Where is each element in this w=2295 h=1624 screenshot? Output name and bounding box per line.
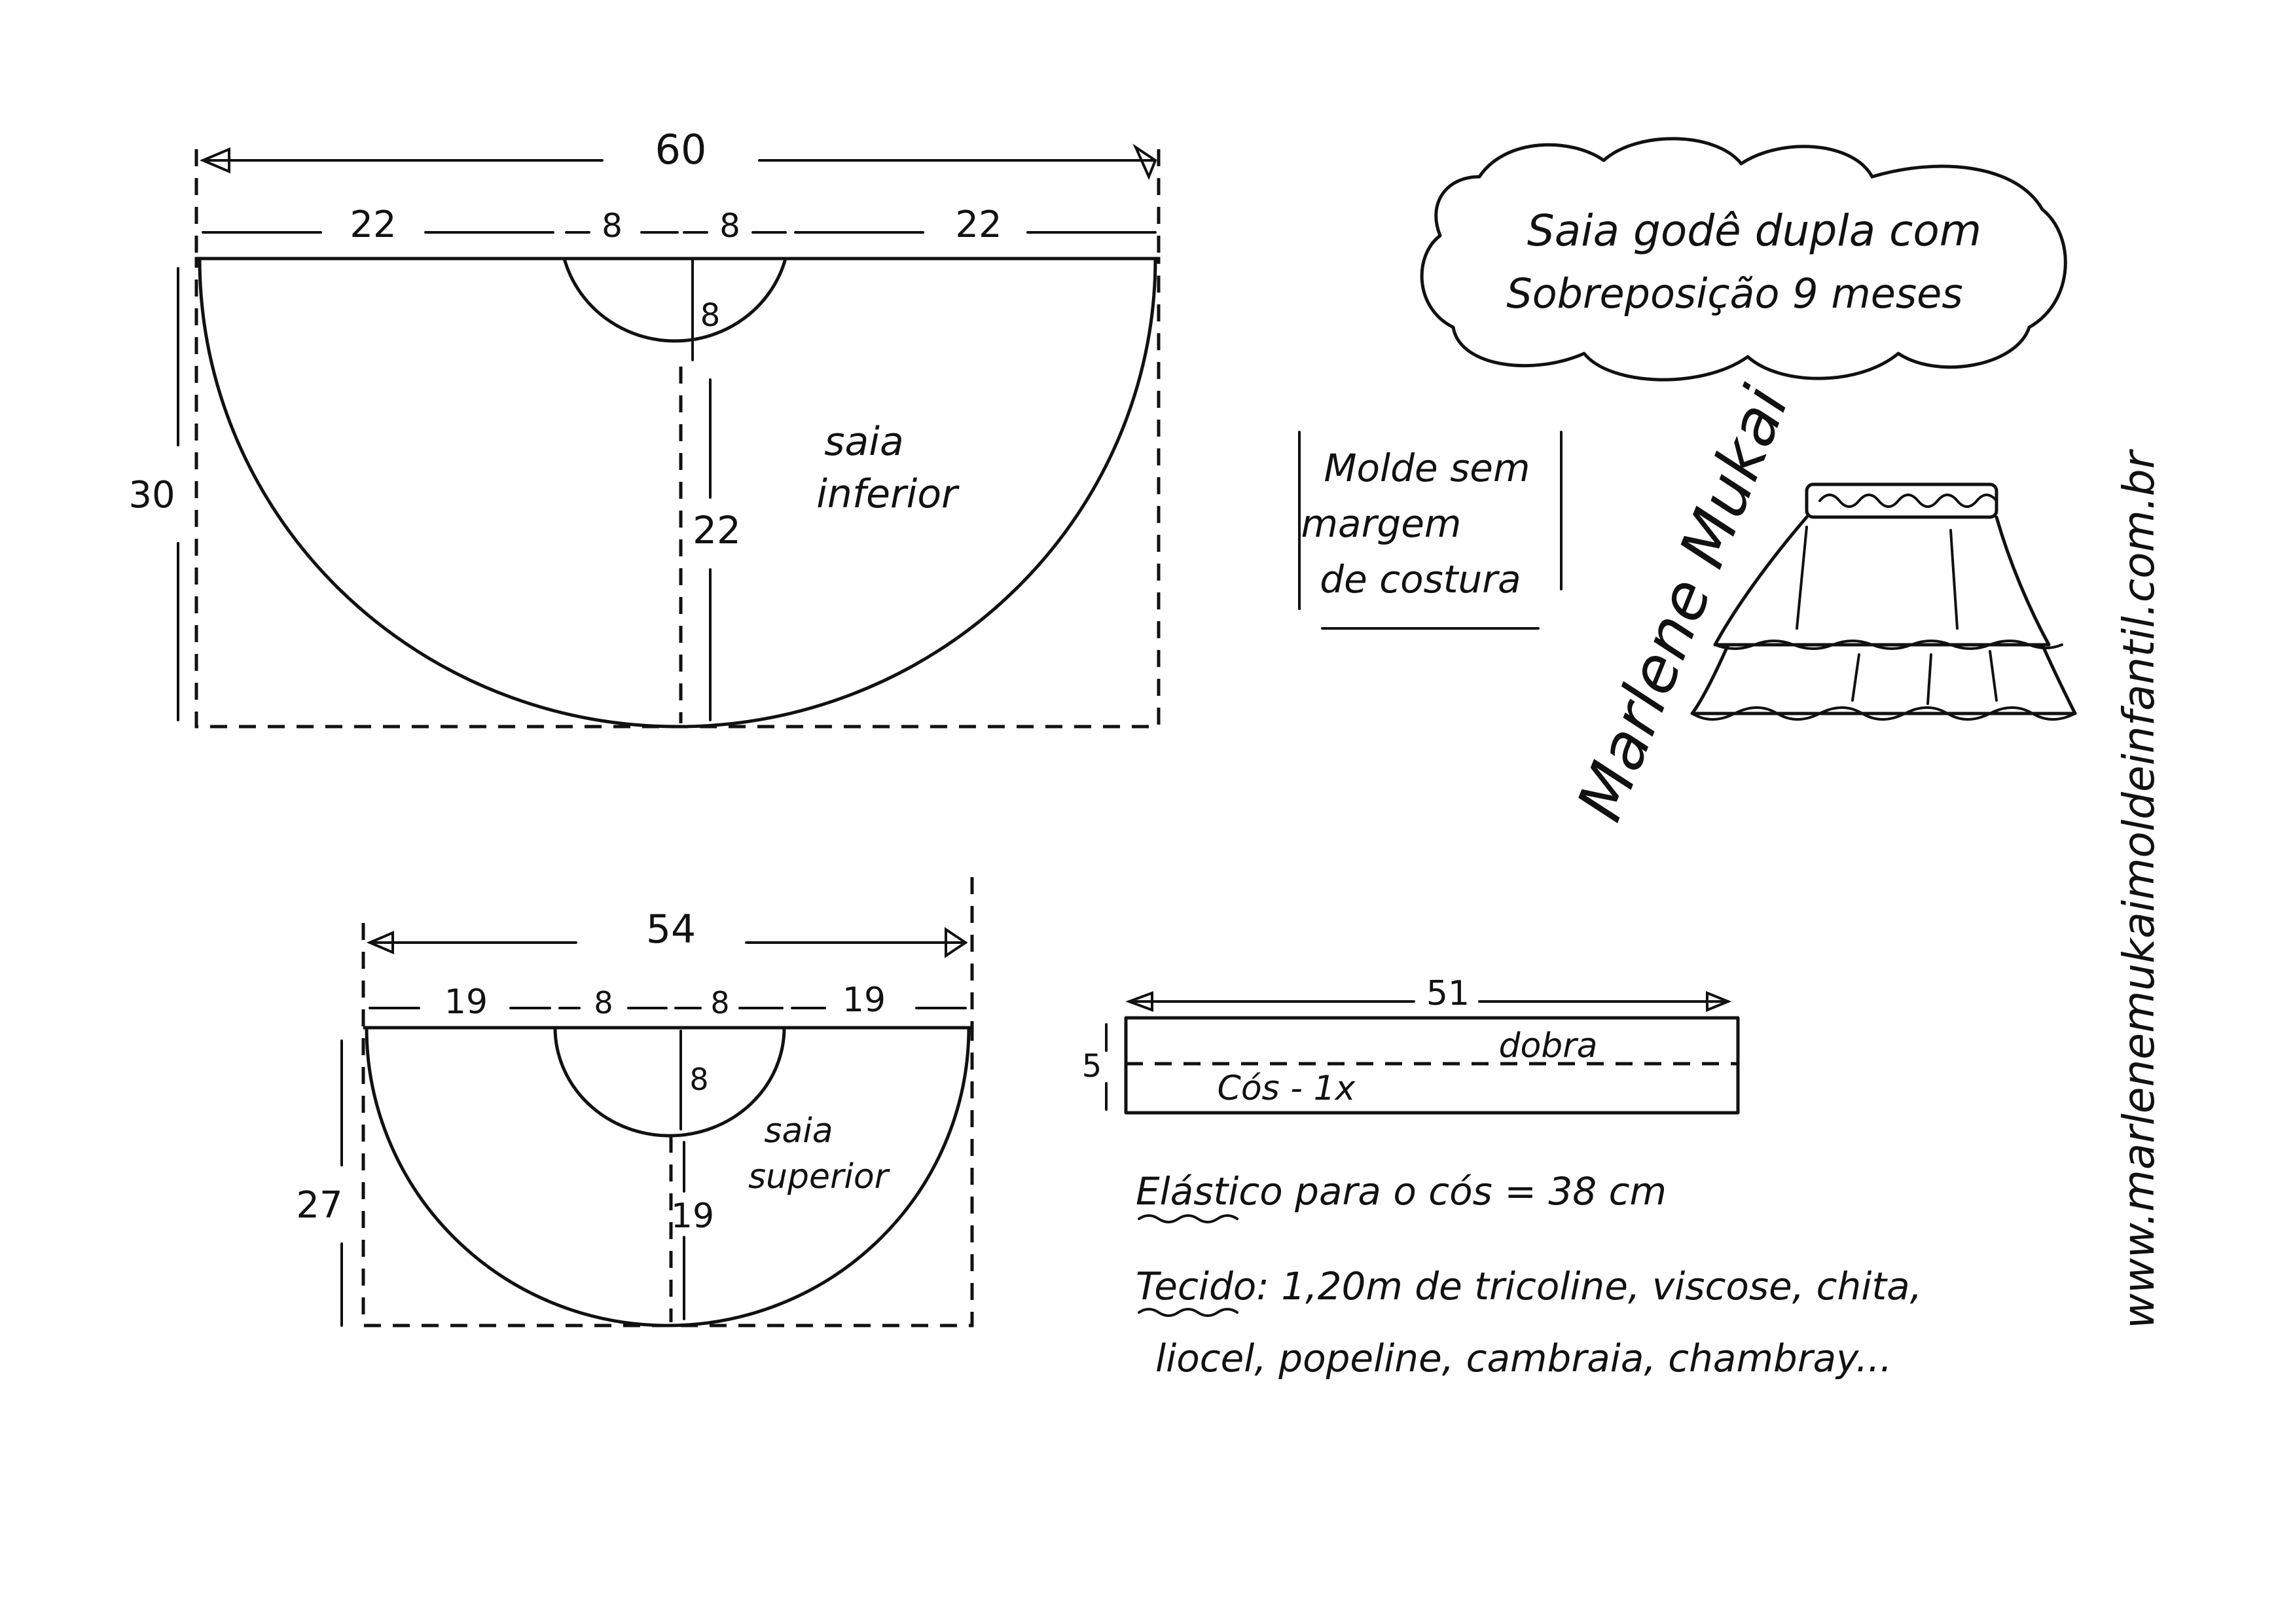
upper-center-left-label: 8 bbox=[594, 985, 613, 1020]
lower-skirt-label-line2: inferior bbox=[816, 471, 960, 517]
upper-skirt-label-line1: saia bbox=[764, 1111, 833, 1151]
upper-skirt-waist-cutout bbox=[553, 1026, 786, 1138]
arrowhead-left-icon bbox=[199, 147, 230, 174]
sketch-lower-hem bbox=[1691, 706, 2076, 721]
signature-text: Marlene Mukai bbox=[1563, 376, 1803, 830]
lower-skirt-bounding-box bbox=[194, 257, 1161, 729]
website-watermark: www.marlenemukaimoldeinfantil.com.br bbox=[2114, 448, 2164, 1329]
fabric-note-line1: Tecido: 1,20m de tricoline, viscose, chi… bbox=[1136, 1264, 1922, 1308]
lower-left-segment-label: 22 bbox=[350, 204, 396, 246]
upper-total-width-label: 54 bbox=[646, 907, 696, 952]
upper-center-right-label: 8 bbox=[710, 985, 729, 1020]
sketch-upper-hem bbox=[1714, 640, 2063, 650]
waistband-length-label: 51 bbox=[1426, 974, 1470, 1013]
upper-height-label: 27 bbox=[296, 1184, 342, 1227]
underline-squiggle bbox=[1138, 1214, 1238, 1223]
fabric-notes: Elástico para o cós = 38 cm Tecido: 1,20… bbox=[1136, 1169, 1922, 1380]
upper-skirt-label-line2: superior bbox=[748, 1157, 891, 1197]
sketch-fold bbox=[1949, 529, 1959, 630]
title-cloud: Saia godê dupla com Sobreposição 9 meses bbox=[1420, 137, 2067, 382]
cloud-outline bbox=[1420, 137, 2067, 382]
fabric-note-line2: liocel, popeline, cambraia, chambray... bbox=[1155, 1336, 1892, 1380]
arrowhead-left-icon bbox=[1125, 991, 1153, 1012]
note-line3: de costura bbox=[1320, 557, 1521, 602]
arrowhead-right-icon bbox=[1132, 143, 1157, 181]
lower-waist-radius-label: 8 bbox=[700, 297, 721, 334]
title-line2: Sobreposição 9 meses bbox=[1506, 270, 1962, 317]
note-line2: margem bbox=[1301, 501, 1462, 546]
elastic-note: Elástico para o cós = 38 cm bbox=[1136, 1169, 1667, 1214]
sketch-upper-tier bbox=[1713, 515, 2051, 647]
website-url: www.marlenemukaimoldeinfantil.com.br bbox=[2114, 448, 2164, 1329]
sketch-lower-tier bbox=[1690, 643, 2077, 715]
upper-right-segment-label: 19 bbox=[842, 981, 886, 1020]
signature: Marlene Mukai bbox=[1563, 376, 1803, 830]
arrowhead-right-icon bbox=[1706, 991, 1732, 1012]
waistband-height-label: 5 bbox=[1082, 1048, 1102, 1085]
sketch-fold bbox=[1926, 653, 1932, 705]
skirt-sketch bbox=[1690, 482, 2077, 721]
upper-waist-radius-label: 8 bbox=[689, 1062, 708, 1097]
sketch-fold bbox=[1989, 650, 1998, 702]
arrowhead-right-icon bbox=[945, 927, 968, 958]
sketch-fold bbox=[1851, 653, 1860, 702]
lower-center-left-label: 8 bbox=[602, 207, 623, 245]
lower-skirt-waist-cutout bbox=[562, 257, 787, 343]
upper-left-segment-label: 19 bbox=[444, 983, 488, 1022]
arrowhead-left-icon bbox=[366, 930, 394, 955]
lower-right-segment-label: 22 bbox=[955, 204, 1002, 246]
lower-total-width-label: 60 bbox=[655, 126, 707, 173]
waistband-fold-label: dobra bbox=[1498, 1026, 1597, 1066]
underline-squiggle bbox=[1138, 1308, 1238, 1317]
title-line1: Saia godê dupla com bbox=[1527, 206, 1981, 256]
seam-allowance-note: Molde sem margem de costura bbox=[1298, 431, 1563, 630]
upper-skirt-hem-curve bbox=[365, 1026, 971, 1327]
lower-skirt-hem-curve bbox=[198, 257, 1157, 729]
sketch-elastic-ruching bbox=[1818, 494, 1998, 508]
lower-skirt-length-label: 22 bbox=[693, 508, 741, 552]
waistband-piece-label: Cós - 1x bbox=[1218, 1069, 1356, 1108]
waistband-pattern: 51 5 dobra Cós - 1x bbox=[1082, 974, 1740, 1115]
sketch-fold bbox=[1796, 526, 1808, 630]
lower-height-label: 30 bbox=[128, 474, 175, 516]
lower-center-right-label: 8 bbox=[719, 207, 740, 245]
upper-skirt-length-label: 19 bbox=[671, 1197, 714, 1236]
note-line1: Molde sem bbox=[1324, 446, 1530, 490]
lower-skirt-pattern: 60 22 8 8 22 8 22 30 saia inferior bbox=[128, 126, 1161, 729]
sketch-waistband bbox=[1805, 482, 1998, 519]
lower-skirt-label-line1: saia bbox=[824, 419, 903, 465]
upper-skirt-pattern: 54 19 8 8 19 8 19 27 saia superior bbox=[296, 877, 974, 1327]
